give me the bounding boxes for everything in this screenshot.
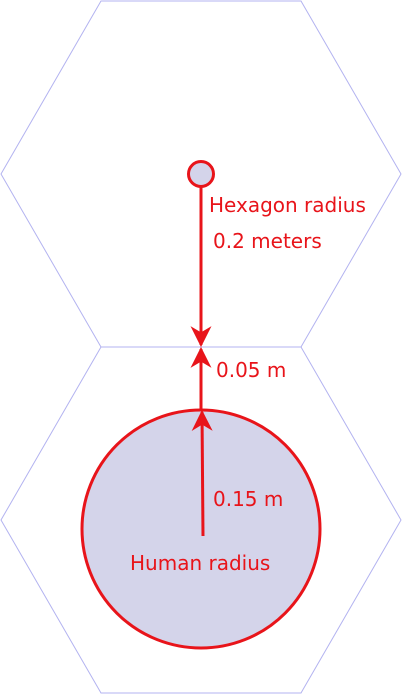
human-radius-label: Human radius [130,551,270,575]
lower-hexagon [0,346,402,694]
human-radius-arrow [191,409,213,537]
hexagon-center-marker [187,160,215,188]
hexagon-radius-value: 0.2 meters [213,229,322,253]
hexagon-radius-label: Hexagon radius [209,193,366,217]
human-radius-value: 0.15 m [213,487,283,511]
gap-value: 0.05 m [216,358,286,382]
